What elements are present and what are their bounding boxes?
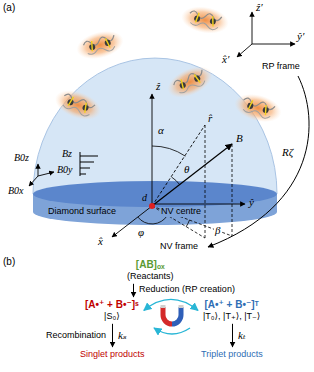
axis-label: x̂	[98, 235, 103, 247]
panel-label: (a)	[3, 2, 15, 13]
field-label: B0z	[14, 152, 29, 163]
flow-arrow	[232, 324, 233, 347]
radical-pair	[231, 89, 284, 127]
rotation-label: Rζ	[282, 146, 293, 158]
node-text: [A•⁺ + B•⁻]ᵀ	[203, 299, 260, 311]
axis-label: r̂	[208, 112, 212, 124]
radical-pair	[163, 60, 217, 104]
field-pulse	[80, 152, 98, 176]
hemisphere	[33, 58, 277, 194]
field-label: B0y	[57, 164, 73, 175]
angle-label: φ	[138, 226, 144, 238]
rp-frame-axes	[237, 12, 295, 57]
angle-label: α	[158, 124, 164, 136]
axis-label: ŷ′	[297, 30, 304, 42]
edge-label: kₜ	[238, 329, 246, 341]
triplet-product-node: Triplet products	[198, 348, 266, 361]
flow-arrow	[133, 284, 134, 297]
radical-pair	[179, 3, 231, 37]
radical-pair	[73, 26, 126, 64]
node-text: |S₀⟩	[85, 311, 139, 322]
magnet-icon	[154, 305, 190, 334]
interconversion-arrow	[144, 299, 198, 310]
node-text: [A•⁺ + B•⁻]ˢ	[85, 299, 139, 311]
vector-label: B⃗	[236, 132, 251, 144]
singlet-pair-node: [A•⁺ + B•⁻]ˢ|S₀⟩	[82, 298, 142, 323]
axis-label: ẑ	[156, 80, 160, 92]
field-axes	[29, 164, 54, 186]
flow-arrow	[112, 324, 113, 347]
surface-label: Diamond surface	[48, 207, 116, 217]
frame-label: NV frame	[160, 242, 198, 252]
rotation-arrow	[208, 76, 309, 247]
depth-label: d	[142, 192, 147, 203]
frame-label: RP frame	[262, 62, 300, 72]
edge-label: kₛ	[118, 329, 127, 341]
r-direction	[152, 125, 205, 206]
projection-lines	[152, 125, 232, 238]
process-label: Recombination	[46, 331, 106, 341]
field-vector	[152, 144, 232, 206]
field-label: B0x	[8, 185, 24, 196]
node-text: Singlet products	[80, 349, 145, 360]
node-text: (Reactants)	[127, 271, 174, 282]
radical-pair	[51, 85, 105, 126]
nv-centre-label: NV centre	[160, 207, 202, 217]
singlet-product-node: Singlet products	[77, 348, 148, 361]
angle-label: θ	[184, 163, 189, 175]
node-text: |T₀⟩, |T₊⟩, |T₋⟩	[203, 311, 260, 322]
axis-label: ẑ′	[256, 1, 263, 13]
angle-label: β	[214, 224, 221, 236]
node-text: Triplet products	[201, 349, 263, 360]
nv-frame-axes	[112, 94, 245, 237]
axis-label: ŷ	[249, 196, 254, 208]
field-label: Bz	[62, 148, 72, 159]
axis-label: x̂′	[222, 53, 229, 65]
triplet-pair-node: [A•⁺ + B•⁻]ᵀ|T₀⟩, |T₊⟩, |T₋⟩	[200, 298, 263, 323]
node-text: [AB]ₒₓ	[127, 259, 174, 271]
nv-centre-dot	[149, 203, 155, 209]
reactant-node: [AB]ₒₓ(Reactants)	[124, 258, 177, 283]
edge-label: Reduction (RP creation)	[139, 285, 235, 295]
panel-label: (b)	[3, 256, 15, 267]
